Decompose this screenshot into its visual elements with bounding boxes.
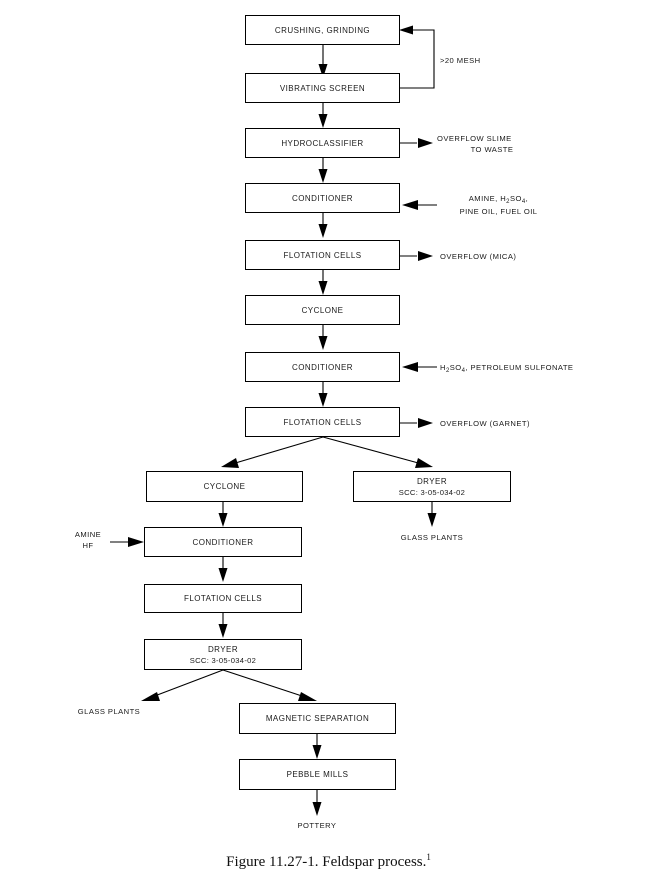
arrowhead-flotation-1-overflow xyxy=(418,251,433,261)
box-label: MAGNETIC SEPARATION xyxy=(265,714,370,723)
box-label: DRYER xyxy=(416,476,448,486)
box-label: VIBRATING SCREEN xyxy=(279,83,366,93)
box-scc-code: SCC: 3-05-034-02 xyxy=(398,487,466,497)
stream-label-overflow-slime: OVERFLOW SLIME TO WASTE xyxy=(437,133,547,155)
box-label: PEBBLE MILLS xyxy=(286,770,349,779)
process-box-dryer-right[interactable]: DRYER SCC: 3-05-034-02 xyxy=(353,471,511,502)
box-label: CONDITIONER xyxy=(292,193,353,203)
arrowhead-amine-hf-to-conditioner-3 xyxy=(128,537,144,547)
box-label: CRUSHING, GRINDING xyxy=(274,25,371,35)
box-label: CYCLONE xyxy=(203,482,246,491)
stream-label-glass-plants-right: GLASS PLANTS xyxy=(400,533,464,542)
stream-label-20-mesh: >20 MESH xyxy=(440,56,481,65)
amine-hf-line-1: AMINE xyxy=(74,530,102,539)
process-box-flotation-cells-1[interactable]: FLOTATION CELLS xyxy=(245,240,400,270)
process-box-crushing-grinding[interactable]: CRUSHING, GRINDING xyxy=(245,15,400,45)
box-label: FLOTATION CELLS xyxy=(283,250,362,260)
line-split-to-cyclone-2 xyxy=(231,436,324,465)
arrowhead-flotation-3-to-dryer-left xyxy=(218,624,228,638)
arrowhead-recycle-loop xyxy=(399,25,413,35)
stream-label-overflow-garnet: OVERFLOW (GARNET) xyxy=(440,419,530,428)
arrowhead-dryer-left-to-magnetic-separation xyxy=(298,692,317,701)
box-label: CONDITIONER xyxy=(192,537,254,547)
arrowhead-conditioner-3-to-flotation-3 xyxy=(218,568,228,582)
reagent-line-1: AMINE, H2SO4, xyxy=(468,194,529,205)
process-box-magnetic-separation[interactable]: MAGNETIC SEPARATION xyxy=(239,703,396,734)
figure-caption-text: Figure 11.27-1. Feldspar process. xyxy=(226,854,427,870)
stream-label-overflow-mica: OVERFLOW (MICA) xyxy=(440,252,517,261)
arrowhead-conditioner-to-flotation-1 xyxy=(318,224,328,238)
arrowhead-dryer-right-to-glass-plants xyxy=(427,513,437,527)
box-label: FLOTATION CELLS xyxy=(283,417,362,427)
arrowhead-crushing-to-screen xyxy=(318,64,328,78)
arrowhead-reagents-to-conditioner-2 xyxy=(402,362,418,372)
process-box-hydroclassifier[interactable]: HYDROCLASSIFIER xyxy=(245,128,400,158)
process-box-flotation-cells-2[interactable]: FLOTATION CELLS xyxy=(245,407,400,437)
arrowhead-flotation-2-overflow xyxy=(418,418,433,428)
figure-caption-footnote: 1 xyxy=(426,852,431,862)
process-box-flotation-cells-3[interactable]: FLOTATION CELLS xyxy=(144,584,302,613)
process-box-cyclone-2[interactable]: CYCLONE xyxy=(146,471,303,502)
overflow-slime-line-2: TO WASTE xyxy=(470,145,514,154)
line-dryer-left-to-magnetic-separation xyxy=(222,669,306,698)
arrowhead-cyclone-to-conditioner-2 xyxy=(318,336,328,350)
arrowhead-hydroclassifier-overflow xyxy=(418,138,433,148)
stream-label-glass-plants-left: GLASS PLANTS xyxy=(77,707,141,716)
arrowhead-dryer-left-to-glass-plants xyxy=(141,692,160,701)
stream-label-reagents-conditioner-1: AMINE, H2SO4, PINE OIL, FUEL OIL xyxy=(441,193,556,217)
arrowhead-conditioner-2-to-flotation-2 xyxy=(318,393,328,407)
process-box-cyclone-1[interactable]: CYCLONE xyxy=(245,295,400,325)
process-box-pebble-mills[interactable]: PEBBLE MILLS xyxy=(239,759,396,790)
overflow-slime-line-1: OVERFLOW SLIME xyxy=(437,134,512,143)
arrowhead-flotation-1-to-cyclone xyxy=(318,281,328,295)
recycle-loop-20-mesh xyxy=(400,29,435,89)
stream-label-reagents-conditioner-2: H2SO4, PETROLEUM SULFONATE xyxy=(440,363,574,374)
reagent-line-2: PINE OIL, FUEL OIL xyxy=(459,207,538,216)
box-label: CONDITIONER xyxy=(292,362,353,372)
process-box-conditioner-2[interactable]: CONDITIONER xyxy=(245,352,400,382)
arrowhead-pebble-mills-to-pottery xyxy=(312,802,322,816)
stream-label-amine-hf: AMINE HF xyxy=(60,529,116,551)
box-scc-code: SCC: 3-05-034-02 xyxy=(189,655,257,665)
arrowhead-magnetic-to-pebble-mills xyxy=(312,745,322,759)
box-label: CYCLONE xyxy=(301,305,344,315)
arrowhead-reagents-to-conditioner-1 xyxy=(402,200,418,210)
process-box-vibrating-screen[interactable]: VIBRATING SCREEN xyxy=(245,73,400,103)
process-box-conditioner-1[interactable]: CONDITIONER xyxy=(245,183,400,213)
figure-caption: Figure 11.27-1. Feldspar process.1 xyxy=(0,852,657,871)
line-dryer-left-to-glass-plants xyxy=(151,669,224,698)
arrowhead-split-to-dryer-right xyxy=(415,458,433,468)
amine-hf-line-2: HF xyxy=(82,541,94,550)
box-label: FLOTATION CELLS xyxy=(183,594,263,603)
box-label: HYDROCLASSIFIER xyxy=(281,138,364,148)
arrowhead-cyclone-2-to-conditioner-3 xyxy=(218,513,228,527)
box-label: DRYER xyxy=(207,644,239,654)
arrowhead-screen-to-hydroclassifier xyxy=(318,114,328,128)
process-box-dryer-left[interactable]: DRYER SCC: 3-05-034-02 xyxy=(144,639,302,670)
stream-label-pottery: POTTERY xyxy=(297,821,337,830)
arrowhead-split-to-cyclone-2 xyxy=(221,458,239,468)
process-box-conditioner-3[interactable]: CONDITIONER xyxy=(144,527,302,557)
arrowhead-hydroclassifier-to-conditioner xyxy=(318,169,328,183)
line-split-to-dryer-right xyxy=(322,436,423,465)
